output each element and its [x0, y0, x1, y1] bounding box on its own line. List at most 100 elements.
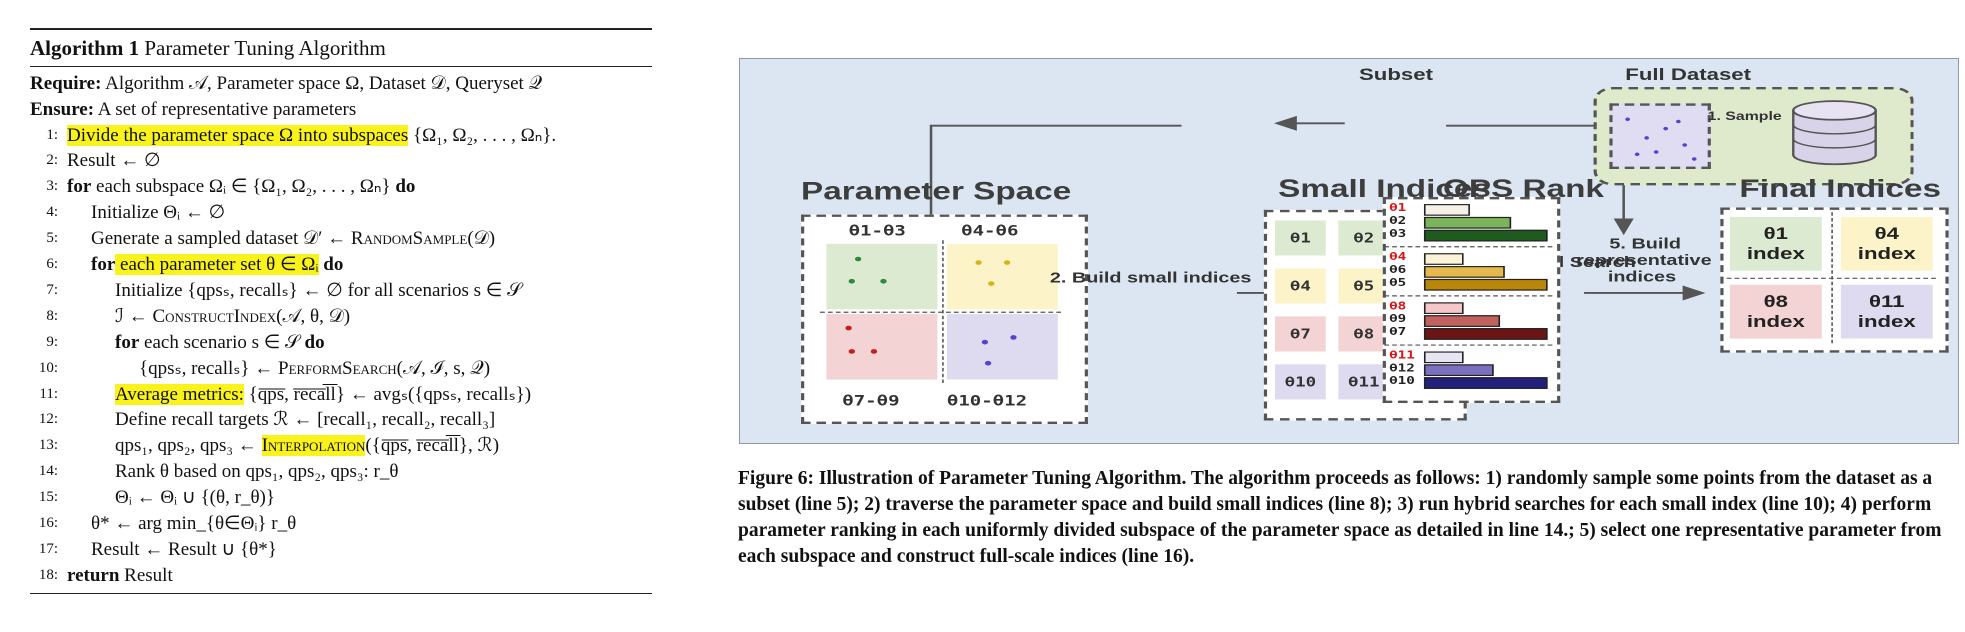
line-text: Result ← ∅ — [67, 148, 161, 174]
sample-point — [1663, 126, 1669, 131]
qps-bar — [1423, 302, 1464, 315]
build-rep-label-1: 5. Build — [1609, 235, 1681, 253]
line-rest: ({q̅p̅s̅, r̅e̅c̅a̅l̅l̅}, ℛ) — [365, 435, 500, 457]
line-text: for each scenario s ∈ 𝒮 do — [115, 330, 325, 356]
qps-label: θ7 — [1389, 326, 1407, 339]
line-sc: ConstructIndex — [152, 305, 277, 327]
line-text: Result — [119, 564, 173, 586]
qps-divider — [1384, 295, 1553, 297]
qps-bar — [1423, 266, 1505, 278]
param-point — [845, 325, 852, 331]
param-point — [854, 256, 862, 262]
ensure-text: A set of representative parameters — [97, 98, 357, 120]
require-line: Require: Algorithm 𝒜, Parameter space Ω,… — [30, 71, 652, 97]
line-number: 8: — [46, 307, 58, 324]
line-text: Rank θ based on qps₁, qps₂, qps₃: r_θ — [115, 459, 398, 485]
small-index-cell: θ4 — [1274, 268, 1326, 304]
algorithm-title: Algorithm 1 Parameter Tuning Algorithm — [30, 30, 652, 66]
line-number: 1: — [46, 126, 58, 143]
sample-point — [1625, 117, 1631, 121]
final-index-name: θ8 — [1763, 291, 1788, 311]
qps-bar — [1423, 351, 1464, 364]
build-small-label: 2. Build small indices — [1049, 269, 1252, 286]
qps-bar — [1423, 328, 1548, 340]
small-index-cell: θ2 — [1338, 220, 1390, 256]
algorithm-line: 2:Result ← ∅ — [30, 148, 652, 174]
figure-caption: Figure 6: Illustration of Parameter Tuni… — [738, 468, 1942, 567]
algorithm-line: 17:Result ← Result ∪ {θ*} — [30, 537, 652, 563]
qps-bar — [1423, 364, 1494, 377]
final-indices-title: Final Indices — [1739, 175, 1941, 203]
line-number: 7: — [46, 281, 58, 298]
final-index-sub: index — [1857, 311, 1916, 331]
line-number: 14: — [38, 463, 58, 480]
algorithm-line: 10:{qpsₛ, recallₛ} ← PerformSearch(𝒜, ℐ,… — [30, 356, 652, 382]
qps-label: θ12 — [1389, 363, 1415, 375]
subset-to-param-arrow — [920, 124, 1182, 253]
ensure-keyword: Ensure: — [30, 98, 95, 120]
line-number: 4: — [46, 204, 58, 221]
require-text: Algorithm 𝒜, Parameter space Ω, Dataset … — [105, 72, 543, 94]
line-rest: (𝒜, ℐ, s, 𝒬) — [396, 357, 491, 379]
qps-label: θ5 — [1389, 277, 1407, 290]
line-text: each subspace Ωᵢ ∈ {Ω₁, Ω₂, . . . , Ωₙ} — [91, 176, 396, 198]
line-text: Average metrics: {q̅p̅s̅, r̅e̅c̅a̅l̅l̅} … — [115, 382, 531, 408]
algorithm-line: 11:Average metrics: {q̅p̅s̅, r̅e̅c̅a̅l̅l… — [30, 382, 652, 408]
line-text: {qpsₛ, recallₛ} ← PerformSearch(𝒜, ℐ, s,… — [139, 356, 490, 382]
param-point — [870, 349, 878, 354]
sample-point — [1634, 152, 1640, 157]
require-keyword: Require: — [30, 72, 102, 94]
line-text: Initialize Θᵢ ← ∅ — [91, 200, 225, 226]
small-index-cell: θ5 — [1338, 268, 1390, 304]
final-divider-v — [1831, 212, 1833, 344]
database-icon — [1787, 99, 1882, 167]
algorithm-line: 14: Rank θ based on qps₁, qps₂, qps₃: r_θ — [30, 459, 652, 485]
param-group-4: θ10-θ12 — [946, 392, 1028, 409]
param-subspace — [946, 314, 1058, 380]
param-point — [848, 278, 855, 284]
line-kw: return — [67, 564, 120, 586]
small-index-cell: θ7 — [1274, 316, 1326, 352]
line-rest: {Ω₁, Ω₂, . . . , Ωₙ}. — [408, 124, 557, 146]
ensure-line: Ensure: A set of representative paramete… — [30, 97, 652, 123]
line-text: Initialize {qpsₛ, recallₛ} ← ∅ for all s… — [115, 278, 522, 304]
small-index-cell: θ8 — [1338, 316, 1390, 352]
subset-label: Subset — [1358, 64, 1433, 84]
line-number: 3: — [46, 178, 58, 195]
qps-label: θ3 — [1389, 228, 1407, 241]
line-text: ℐ ← — [115, 305, 153, 327]
line-text: {qpsₛ, recallₛ} ← — [139, 357, 278, 379]
algorithm-line: 9:for each scenario s ∈ 𝒮 do — [30, 330, 652, 356]
line-text: Result ← Result ∪ {θ*} — [91, 538, 277, 560]
line-text: each scenario s ∈ 𝒮 — [139, 331, 305, 353]
qps-label: θ8 — [1389, 301, 1407, 313]
qps-label: θ6 — [1389, 264, 1407, 277]
line-kw2: do — [304, 331, 325, 353]
final-index-name: θ1 — [1763, 223, 1788, 243]
final-index-sub: index — [1746, 243, 1805, 263]
qps-label: θ11 — [1389, 350, 1415, 362]
line-text: Generate a sampled dataset 𝒟′ ← RandomSa… — [91, 226, 495, 252]
line-text: Initialize {qpsₛ, recallₛ} ← ∅ for all s… — [115, 279, 522, 301]
line-sc: PerformSearch — [278, 357, 397, 379]
line-kw: for — [91, 254, 116, 276]
param-group-2: θ4-θ6 — [961, 222, 1019, 240]
build-rep-label-3: indices — [1607, 268, 1677, 285]
param-point — [1010, 335, 1017, 340]
small-index-cell: θ10 — [1274, 364, 1326, 400]
qps-bar — [1423, 278, 1548, 291]
line-number: 6: — [46, 256, 58, 273]
algorithm-line: 13:qps₁, qps₂, qps₃ ← Interpolation({q̅p… — [30, 433, 652, 459]
param-point — [984, 360, 992, 366]
line-text: Divide the parameter space Ω into subspa… — [67, 123, 556, 149]
param-subspace — [946, 243, 1058, 310]
algorithm-line: 12:Define recall targets ℛ ← [recall₁, r… — [30, 407, 652, 433]
line-text: Define recall targets ℛ ← [recall₁, reca… — [115, 407, 495, 433]
sample-point — [1682, 143, 1688, 147]
param-divider-h — [820, 311, 1061, 313]
line-kw: for — [67, 176, 92, 198]
param-point — [1003, 260, 1011, 265]
algorithm-line: 18:return Result — [30, 563, 652, 589]
